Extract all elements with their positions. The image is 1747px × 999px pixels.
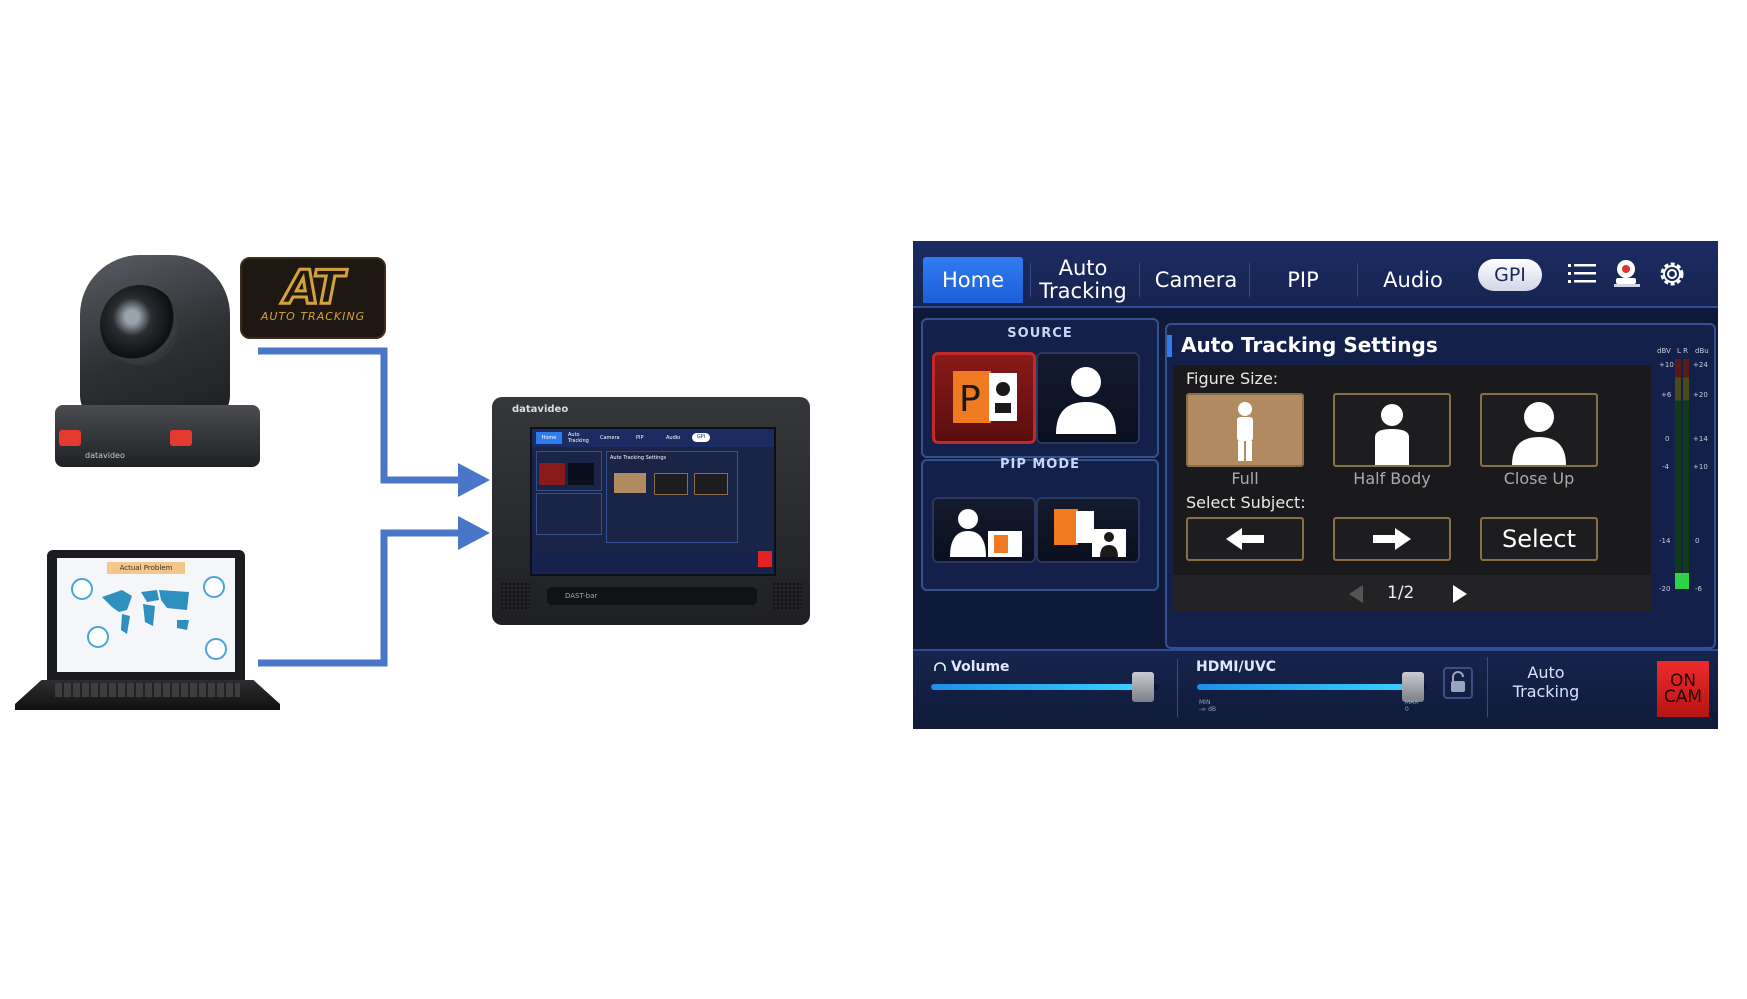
tab-auto-tracking[interactable]: Auto Tracking (1039, 256, 1127, 303)
svg-text:P: P (959, 379, 981, 420)
figure-size-label: Figure Size: (1186, 369, 1279, 388)
gpi-button[interactable]: GPI (1478, 259, 1542, 291)
full-body-icon (1237, 402, 1253, 461)
meter-tick: -14 (1659, 537, 1671, 545)
page-prev-icon[interactable] (1345, 583, 1367, 605)
laptop-slide: Actual Problem (57, 558, 235, 672)
auto-tracking-label: Auto Tracking (1512, 663, 1580, 701)
volume-label: Volume (951, 659, 1010, 675)
source-camera-button[interactable] (1036, 352, 1140, 444)
subject-prev-button[interactable] (1186, 517, 1304, 561)
arrow-right-icon (1373, 528, 1411, 550)
at-logo-sub: AUTO TRACKING (260, 310, 366, 323)
ppt-with-person-pip-icon (1054, 509, 1126, 557)
settings-title: Auto Tracking Settings (1181, 333, 1438, 357)
pager (1173, 575, 1651, 611)
meter-tick: -20 (1659, 585, 1671, 593)
control-ui-panel: Home Auto Tracking Camera PIP Audio GPI … (913, 241, 1718, 729)
unlock-icon (1451, 671, 1465, 692)
meter-tick: -6 (1695, 585, 1702, 593)
meter-tick: +6 (1661, 391, 1672, 399)
select-subject-label: Select Subject: (1186, 493, 1306, 512)
camera-lens (100, 285, 180, 365)
meter-tick: +10 (1693, 463, 1708, 471)
audio-level-meter: dBV L R dBu +10 +6 0 -4 -14 -20 +24 +20 … (1657, 347, 1711, 613)
subject-next-button[interactable] (1333, 517, 1451, 561)
pip-mode-title: PIP MODE (999, 457, 1081, 472)
figure-half-body-button[interactable] (1333, 393, 1451, 467)
source-ppt-button[interactable]: P (932, 352, 1036, 444)
at-logo-main: AT (282, 260, 346, 314)
figure-close-up-button[interactable] (1480, 393, 1598, 467)
gear-icon[interactable] (1655, 257, 1689, 291)
world-map-icon (102, 590, 189, 634)
bottom-control-bar: Volume HDMI/UVC MIN -∞ dB MAX 0 Auto Tra… (913, 649, 1718, 729)
hdmi-max-label: MAX 0 (1405, 699, 1419, 713)
figure-full-button[interactable] (1186, 393, 1304, 467)
laptop-slide-title: Actual Problem (107, 562, 185, 574)
camera-user-icon[interactable] (1610, 257, 1644, 291)
tab-camera[interactable]: Camera (1154, 267, 1238, 292)
arrow-left-icon (1226, 528, 1264, 550)
volume-slider[interactable] (931, 672, 1159, 702)
lock-button[interactable] (1443, 667, 1473, 699)
top-tab-bar: Home Auto Tracking Camera PIP Audio GPI (913, 241, 1718, 308)
laptop: Actual Problem (15, 550, 280, 715)
device-model: DAST-bar (547, 587, 757, 605)
meter-header-right: dBu (1695, 347, 1709, 355)
meter-tick: 0 (1665, 435, 1670, 443)
meter-tick: +24 (1693, 361, 1708, 369)
auto-tracking-logo: AT AUTO TRACKING (240, 257, 386, 339)
hdmi-min-label: MIN -∞ dB (1199, 699, 1216, 713)
camera-brand: datavideo (85, 451, 125, 460)
pip-ppt-person-button[interactable] (1036, 497, 1140, 563)
meter-tick: +20 (1693, 391, 1708, 399)
figure-close-up-label: Close Up (1503, 469, 1575, 488)
half-body-icon (1375, 404, 1409, 465)
meter-tick: 0 (1695, 537, 1700, 545)
device-brand: datavideo (512, 404, 569, 415)
close-up-icon (1512, 402, 1566, 465)
tab-pip[interactable]: PIP (1287, 267, 1319, 292)
meter-tick: +14 (1693, 435, 1708, 443)
list-icon[interactable] (1565, 257, 1599, 291)
page-indicator: 1/2 (1387, 583, 1415, 603)
ppt-icon: P (953, 371, 1017, 423)
source-section: SOURCE P (921, 318, 1159, 458)
on-cam-button[interactable]: ON CAM (1657, 661, 1709, 717)
person-icon (1056, 367, 1116, 434)
hdmi-uvc-slider-knob[interactable] (1402, 672, 1424, 702)
subject-select-button[interactable]: Select (1480, 517, 1598, 561)
auto-tracking-settings: Auto Tracking Settings Figure Size: Full… (1165, 323, 1716, 649)
tab-audio[interactable]: Audio (1383, 267, 1443, 292)
meter-header-mid: L R (1677, 347, 1688, 355)
figure-full-label: Full (1231, 469, 1259, 488)
source-title: SOURCE (1007, 326, 1073, 341)
pip-person-ppt-button[interactable] (932, 497, 1036, 563)
meter-header-left: dBV (1657, 347, 1671, 355)
page-next-icon[interactable] (1449, 583, 1471, 605)
person-with-ppt-pip-icon (950, 509, 1022, 557)
meter-tick: +10 (1659, 361, 1674, 369)
ptz-camera: datavideo (55, 255, 260, 470)
headphones-icon (934, 662, 946, 671)
hdmi-uvc-label: HDMI/UVC (1196, 659, 1277, 675)
figure-half-body-label: Half Body (1353, 469, 1431, 488)
pip-mode-section: PIP MODE (921, 457, 1159, 591)
meter-tick: -4 (1662, 463, 1669, 471)
hdmi-uvc-slider[interactable] (1197, 672, 1427, 702)
tab-home[interactable]: Home (923, 257, 1023, 303)
settings-body: Figure Size: Full Half Body Close Up (1173, 365, 1651, 611)
volume-slider-knob[interactable] (1132, 672, 1154, 702)
